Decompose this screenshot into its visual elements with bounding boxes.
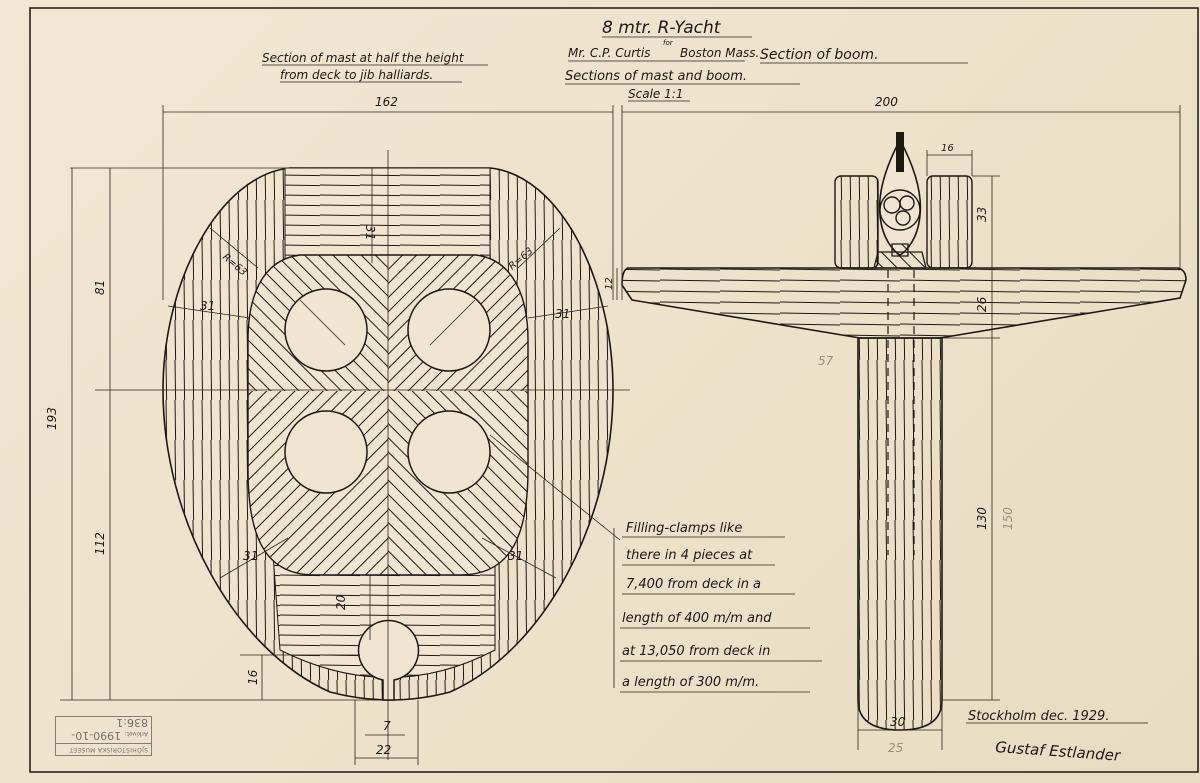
dim-boom-flange: 12	[604, 277, 615, 290]
dim-boom-width: 200	[875, 95, 898, 109]
stamp-label: Arkivet:	[124, 730, 148, 737]
mast-caption-line-1: Section of mast at half the height	[262, 51, 465, 65]
dim-slot-depth: 20	[334, 594, 348, 610]
dim-upper-height: 81	[93, 280, 107, 295]
boom-dimensions: 200 16 33 12 26 130 30 57 150 25	[604, 95, 1181, 755]
dim-boom-depth: 26	[975, 296, 989, 312]
archive-stamp: SJÖHISTORISKA MUSEET Arkivet: 1990-10-83…	[55, 716, 152, 756]
drawing-title: 8 mtr. R-Yacht	[602, 18, 722, 38]
dim-block-height: 33	[975, 207, 989, 222]
client-for: for	[663, 39, 674, 47]
client-location: Boston Mass.	[680, 46, 759, 60]
dim-stem-width: 30	[890, 715, 906, 729]
dim-side-right: 31	[555, 307, 570, 321]
boom-caption: Section of boom.	[760, 47, 879, 63]
dim-lower-height: 112	[93, 532, 107, 555]
mast-hole	[284, 410, 368, 494]
sheet-border	[29, 7, 1199, 773]
sheave-block	[873, 132, 927, 555]
note-line: 7,400 from deck in a	[626, 577, 761, 592]
drawing-scale: Scale 1:1	[628, 87, 683, 101]
dim-bottom-right: 31	[508, 549, 523, 563]
dim-bottom-left: 31	[243, 549, 258, 563]
mast-section	[95, 150, 630, 760]
mast-hole	[407, 288, 491, 372]
note-line: length of 400 m/m and	[622, 611, 772, 626]
dim-slot-width: 7	[383, 719, 391, 733]
dim-mast-width: 162	[375, 95, 398, 109]
note-line: Filling-clamps like	[626, 521, 742, 536]
boom-stem	[857, 337, 943, 731]
dim-mast-height: 193	[45, 407, 59, 430]
boom-flange	[621, 267, 1187, 339]
dim-block-width: 16	[941, 143, 954, 154]
note-line: there in 4 pieces at	[626, 548, 753, 563]
pencil-note: 57	[818, 354, 834, 368]
boom-cheek-block	[926, 175, 973, 269]
boom-cheek-block	[834, 175, 879, 269]
mast-caption-line-2: from deck to jib halliards.	[280, 68, 433, 82]
mast-hole	[284, 288, 368, 372]
mast-hole	[407, 410, 491, 494]
stamp-number: 1990-10-836:1	[71, 716, 148, 742]
stamp-org: SJÖHISTORISKA MUSEET	[56, 743, 151, 755]
dim-boom-stem: 130	[975, 507, 989, 530]
note-line: a length of 300 m/m.	[622, 675, 759, 690]
pencil-note: 25	[888, 741, 903, 755]
place-date: Stockholm dec. 1929.	[968, 709, 1109, 724]
drawing-subtitle: Sections of mast and boom.	[565, 69, 747, 84]
filling-clamps-note: Filling-clamps like there in 4 pieces at…	[613, 521, 822, 693]
dim-top-thickness: 31	[363, 225, 377, 240]
client-name: Mr. C.P. Curtis	[568, 46, 650, 60]
pencil-note: 150	[1001, 507, 1015, 530]
dim-slot-outer: 22	[376, 743, 391, 757]
signature: Gustaf Estlander	[995, 738, 1122, 765]
dim-side-left: 31	[200, 299, 215, 313]
title-block: 8 mtr. R-Yacht Mr. C.P. Curtis for Bosto…	[262, 18, 968, 102]
dim-slot-height: 16	[246, 669, 260, 685]
boom-section	[621, 132, 1187, 731]
luff-groove	[357, 619, 420, 701]
note-line: at 13,050 from deck in	[622, 644, 770, 659]
